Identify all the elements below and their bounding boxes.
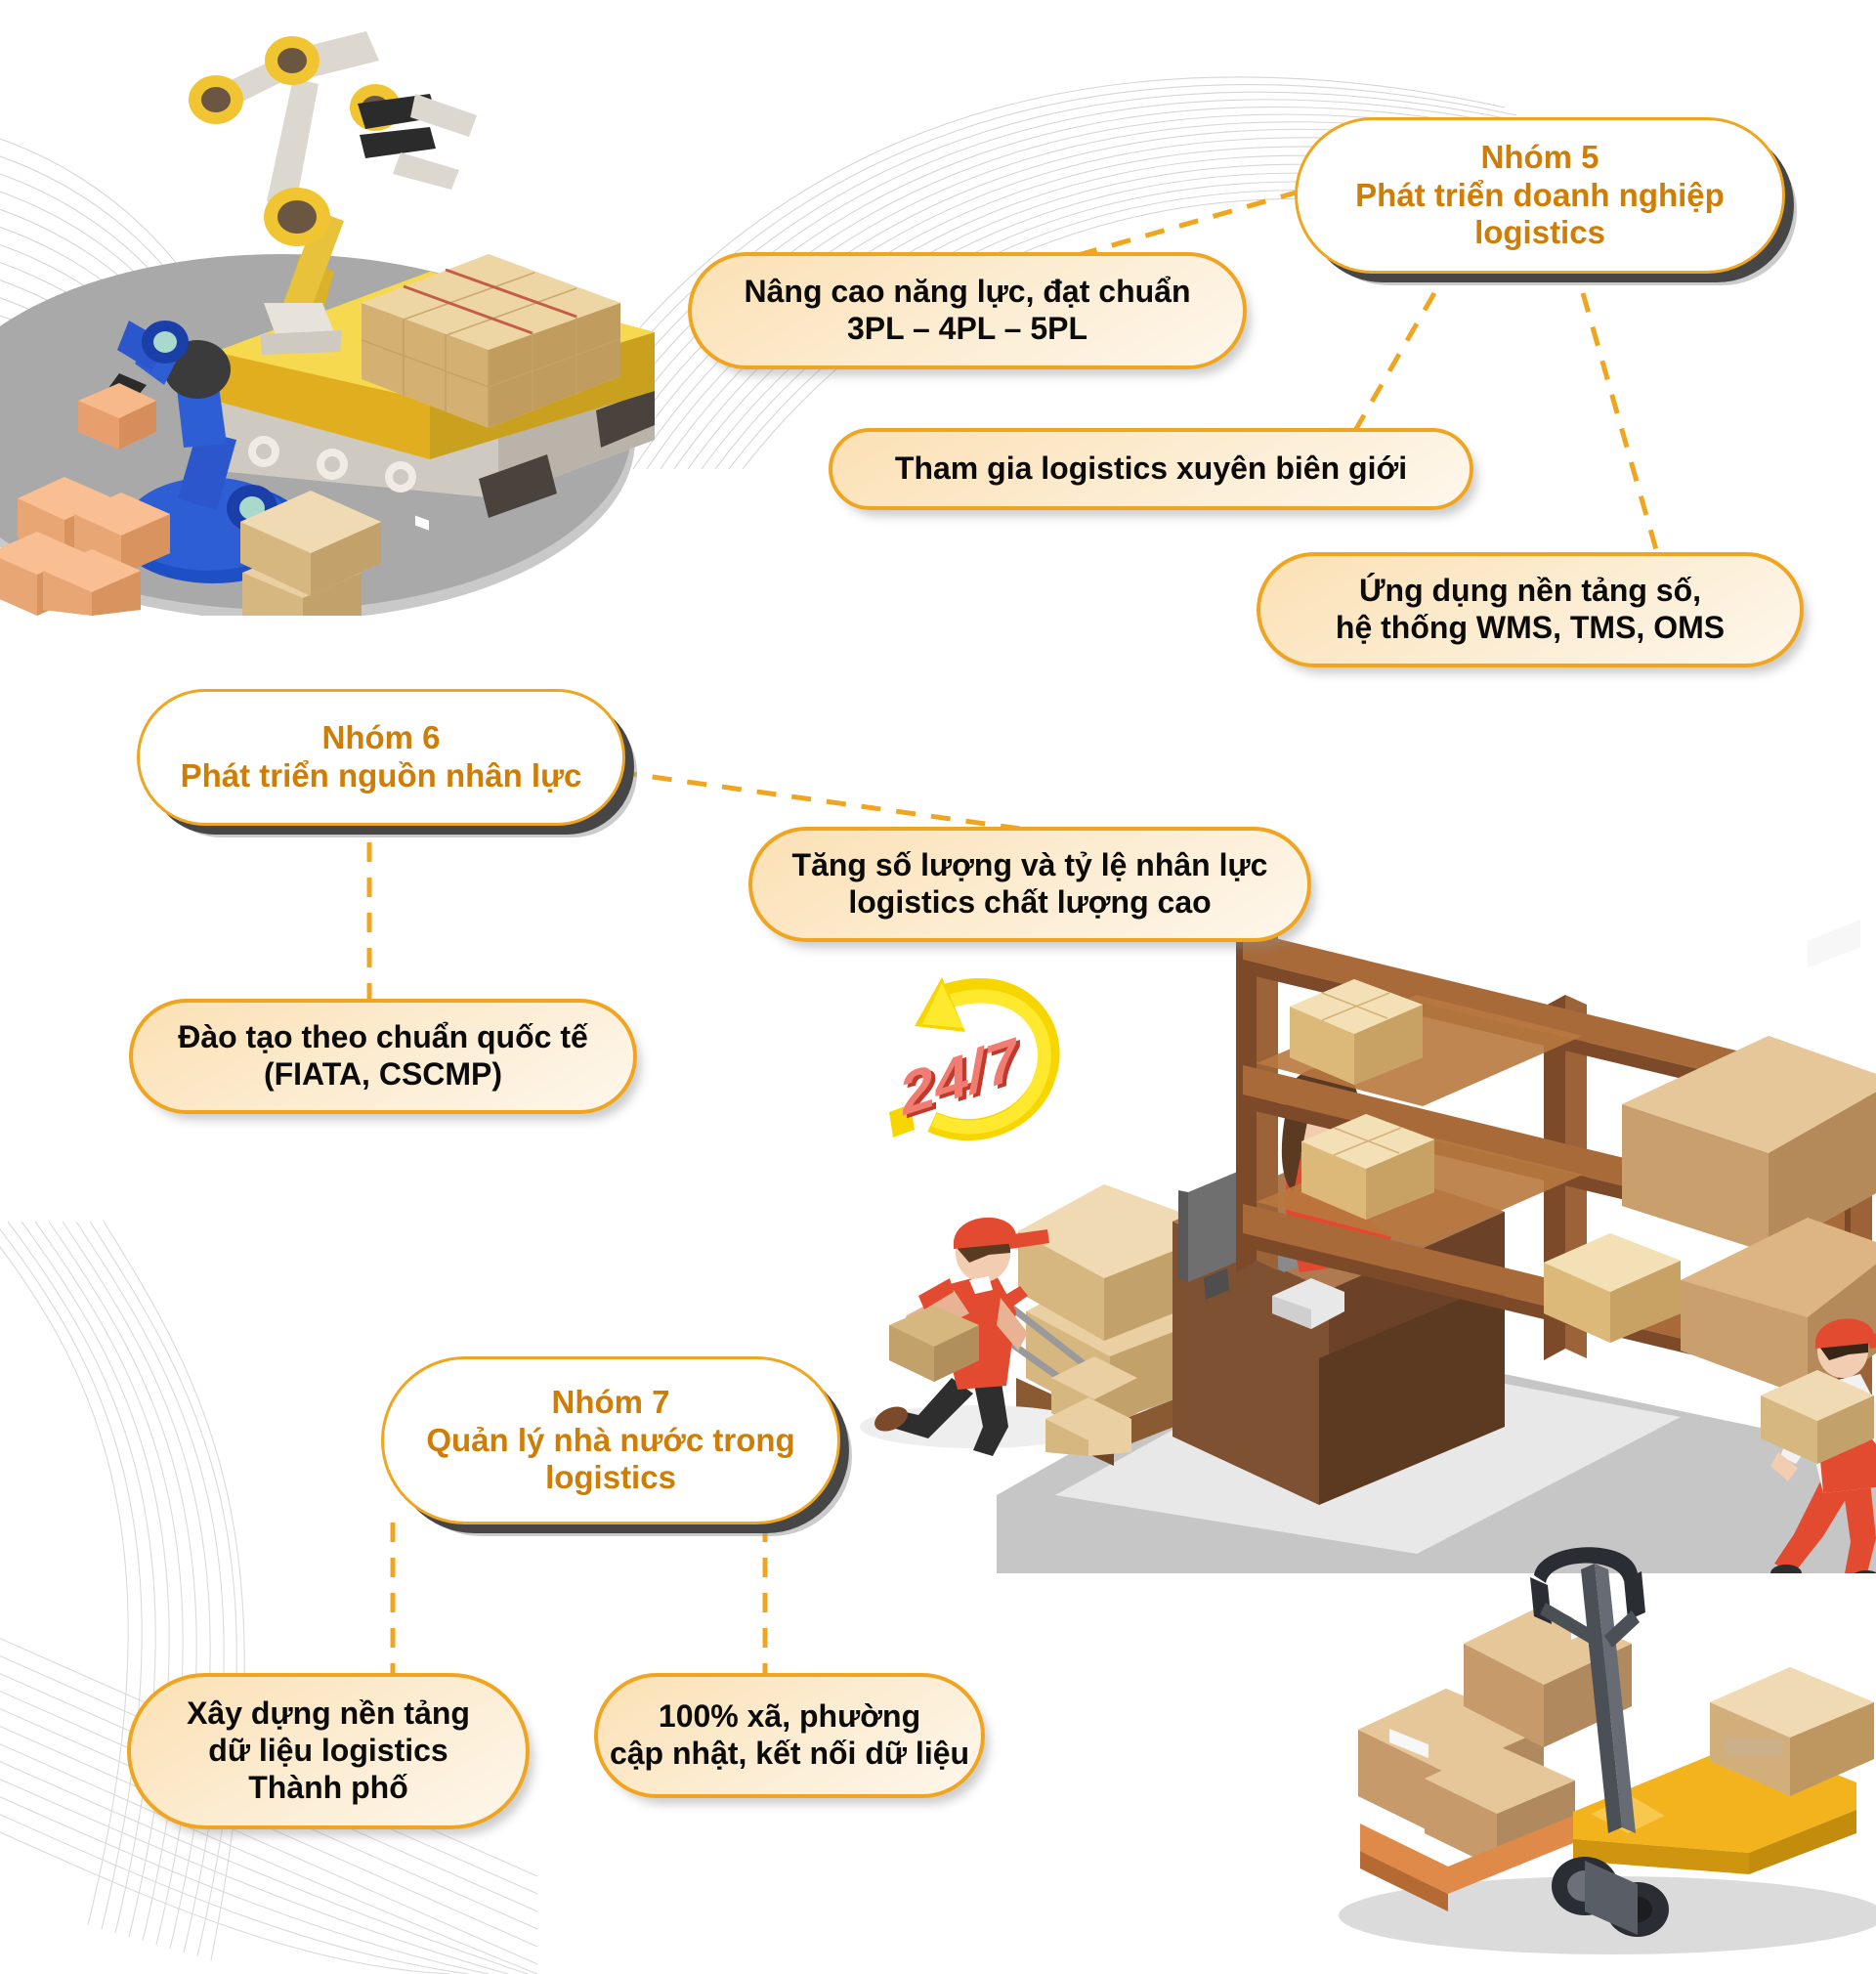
item-node-dao-tao-quoc-te[interactable]: Đào tạo theo chuẩn quốc tế (FIATA, CSCMP… <box>129 999 637 1114</box>
item-node-100-phan-tram-xa-phuong-label: 100% xã, phường cập nhật, kết nối dữ liệ… <box>609 1698 970 1771</box>
swoosh-left-mid <box>0 1221 245 1961</box>
connector-nhom5-to-nangcao <box>1074 189 1300 259</box>
delivery-man-scene <box>860 1217 1137 1456</box>
group-node-nhom7[interactable]: Nhóm 7 Quản lý nhà nước trong logistics <box>381 1356 840 1524</box>
item-node-nen-tang-so-label: Ứng dụng nền tảng số, hệ thống WMS, TMS,… <box>1335 573 1726 645</box>
pallet-jack-scene <box>1339 1547 1876 1954</box>
item-node-nang-cao-nang-luc[interactable]: Nâng cao năng lực, đạt chuẩn 3PL – 4PL –… <box>688 252 1247 369</box>
item-node-nang-cao-nang-luc-label: Nâng cao năng lực, đạt chuẩn 3PL – 4PL –… <box>744 274 1191 346</box>
item-node-nen-tang-du-lieu-label: Xây dựng nền tảng dữ liệu logistics Thàn… <box>187 1695 470 1805</box>
item-node-dao-tao-quoc-te-label: Đào tạo theo chuẩn quốc tế (FIATA, CSCMP… <box>178 1019 588 1092</box>
badge-24-7-icon: 24/7 24/7 <box>889 977 1060 1141</box>
robot-arm-scene <box>0 31 655 616</box>
item-node-100-phan-tram-xa-phuong[interactable]: 100% xã, phường cập nhật, kết nối dữ liệ… <box>594 1673 985 1798</box>
warehouse-shelf-scene <box>997 917 1876 1573</box>
connector-nhom6-to-tangsoluong <box>617 769 1035 834</box>
item-node-xuyen-bien-gioi[interactable]: Tham gia logistics xuyên biên giới <box>829 428 1473 510</box>
group-node-nhom7-label: Nhóm 7 Quản lý nhà nước trong logistics <box>426 1383 795 1496</box>
item-node-nen-tang-du-lieu[interactable]: Xây dựng nền tảng dữ liệu logistics Thàn… <box>127 1673 530 1829</box>
item-node-tang-so-luong-label: Tăng số lượng và tỷ lệ nhân lực logistic… <box>791 847 1268 920</box>
group-node-nhom6-label: Nhóm 6 Phát triển nguồn nhân lực <box>180 719 582 794</box>
item-node-xuyen-bien-gioi-label: Tham gia logistics xuyên biên giới <box>894 451 1408 487</box>
group-node-nhom5-label: Nhóm 5 Phát triển doanh nghiệp logistics <box>1355 138 1725 251</box>
connector-nhom5-to-nentangso <box>1580 292 1664 568</box>
group-node-nhom6[interactable]: Nhóm 6 Phát triển nguồn nhân lực <box>137 689 625 826</box>
item-node-tang-so-luong[interactable]: Tăng số lượng và tỷ lệ nhân lực logistic… <box>748 827 1311 942</box>
item-node-nen-tang-so[interactable]: Ứng dụng nền tảng số, hệ thống WMS, TMS,… <box>1257 552 1804 667</box>
group-node-nhom5[interactable]: Nhóm 5 Phát triển doanh nghiệp logistics <box>1295 117 1785 274</box>
